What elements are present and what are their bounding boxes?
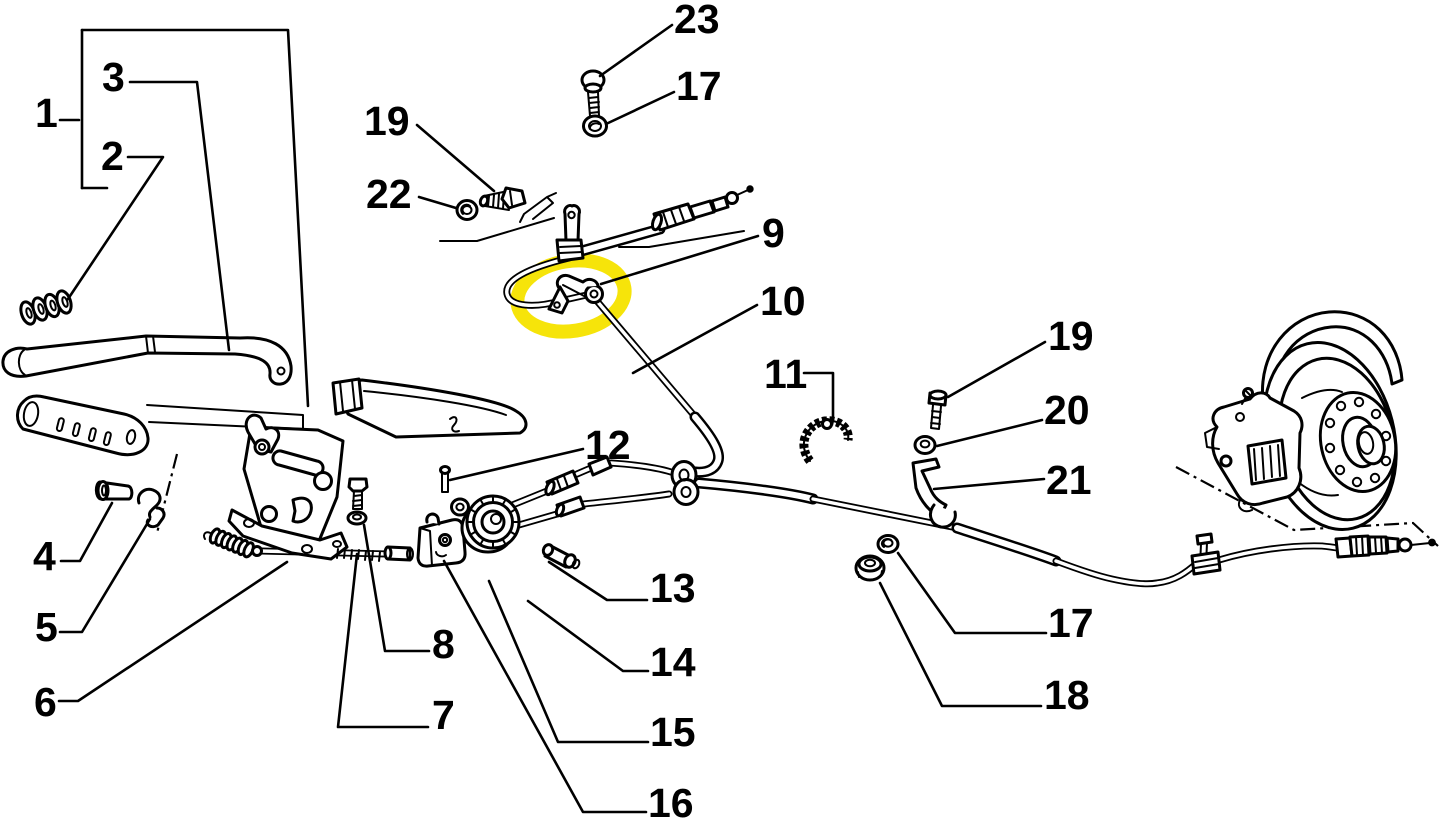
- washer-part-22: [455, 199, 479, 221]
- screw-part-19-top: [478, 186, 527, 211]
- leader-line-21: [932, 477, 1046, 491]
- part-label-17-top: 17: [676, 63, 722, 109]
- leader-line-23: [598, 23, 674, 78]
- leader-line-11: [802, 371, 835, 423]
- leader-line-20: [935, 418, 1044, 448]
- grommet-stack-part-2: [19, 289, 73, 326]
- leader-line-15: [487, 579, 650, 744]
- cable-end-fittings-top: [650, 185, 754, 232]
- part-label-12: 12: [585, 422, 631, 468]
- leader-line-10: [631, 303, 759, 375]
- cable-clip-part-9: [547, 273, 604, 315]
- leader-line-4: [59, 501, 114, 563]
- brake-caliper-actuator: [1204, 387, 1304, 513]
- leader-line-22: [417, 195, 458, 210]
- part-label-19-right: 19: [1048, 313, 1094, 359]
- cable-barrel-fittings: [544, 455, 613, 518]
- part-label-23: 23: [674, 0, 720, 42]
- spring-clip-part-11: [799, 416, 853, 464]
- handbrake-grip-lever: [16, 394, 304, 457]
- hook-clip-part-5: [136, 487, 166, 529]
- part-label-8: 8: [432, 621, 455, 667]
- bolt-part-19-right: [927, 389, 948, 430]
- part-label-4: 4: [33, 533, 56, 579]
- bent-retainer-pin: [519, 192, 557, 223]
- leader-line-8: [362, 523, 431, 653]
- part-label-7: 7: [432, 692, 455, 738]
- cable-hanger-tab: [555, 204, 585, 263]
- bolt-part-13: [541, 543, 581, 570]
- part-label-10: 10: [760, 278, 806, 324]
- part-label-2: 2: [101, 133, 124, 179]
- washer-part-17-right: [876, 534, 900, 554]
- lever-boot-cover: [331, 377, 528, 439]
- part-label-20: 20: [1044, 387, 1090, 433]
- clevis-pin-part-12: [439, 465, 451, 493]
- leader-line-3: [128, 80, 231, 352]
- bolt-part-23: [580, 69, 606, 117]
- washer-part-14: [450, 497, 470, 517]
- bracket-part-1-lines: [80, 28, 310, 408]
- leader-line-16: [442, 559, 648, 814]
- brake-hub-assembly: [1261, 310, 1404, 531]
- part-label-3: 3: [102, 54, 125, 100]
- part-label-5: 5: [35, 604, 58, 650]
- cable-end-fittings-right: [1334, 534, 1436, 559]
- leader-line-13: [547, 560, 649, 602]
- floor-grommet-double: [670, 460, 700, 506]
- leader-line-12: [448, 447, 585, 482]
- equalizer-pulley-part-15: [460, 494, 521, 554]
- nut-part-17-top: [582, 114, 608, 138]
- part-label-19-top: 19: [364, 98, 410, 144]
- floor-plane-chevrons: [439, 217, 745, 248]
- washer-part-20: [913, 435, 937, 455]
- part-label-14: 14: [650, 639, 696, 685]
- part-label-11: 11: [764, 351, 807, 397]
- leader-line-18: [878, 581, 1043, 708]
- adjuster-block-part-16: [416, 512, 467, 568]
- part-label-6: 6: [34, 679, 57, 725]
- release-rod-part-3: [1, 334, 293, 386]
- part-label-17-right: 17: [1048, 600, 1094, 646]
- leader-line-5: [58, 517, 152, 634]
- part-label-13: 13: [650, 565, 696, 611]
- leader-line-17-right: [896, 551, 1048, 635]
- bolt-part-8: [346, 477, 369, 526]
- leader-line-9: [599, 234, 760, 286]
- leader-line-19-top: [415, 123, 496, 193]
- part-label-18: 18: [1044, 672, 1090, 718]
- cable-clevis-pin: [1190, 532, 1222, 576]
- cable-nipple: [383, 545, 414, 562]
- tension-spring-part-6: [202, 527, 381, 562]
- leader-line-7: [336, 552, 430, 729]
- leader-line-6: [57, 560, 289, 703]
- cable-bracket-part-21: [911, 457, 957, 529]
- part-label-9: 9: [762, 210, 785, 256]
- leader-line-17-top: [604, 90, 676, 126]
- leader-line-19-right: [946, 340, 1047, 399]
- leader-line-14: [526, 599, 650, 673]
- centerline-axle-plane: [1175, 466, 1439, 547]
- nut-part-18: [854, 554, 886, 582]
- part-label-16: 16: [648, 780, 694, 818]
- part-label-1: 1: [35, 90, 58, 136]
- bracket-line-2: [80, 28, 310, 408]
- bushing-part-4: [94, 480, 134, 501]
- part-label-22: 22: [366, 171, 412, 217]
- lever-ratchet-mechanism-part-1: [227, 413, 349, 561]
- part-label-21: 21: [1046, 457, 1092, 503]
- part-label-15: 15: [650, 709, 696, 755]
- leader-line-2: [66, 155, 165, 301]
